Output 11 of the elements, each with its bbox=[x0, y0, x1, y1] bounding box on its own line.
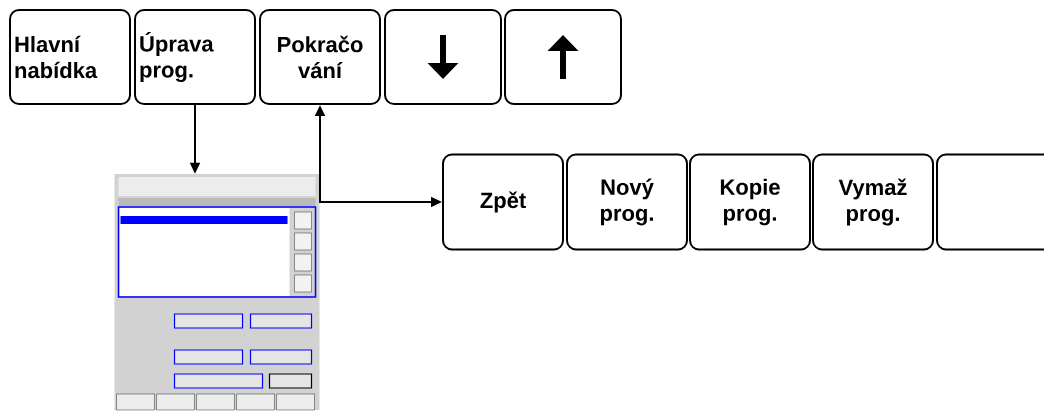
menu-button: Kopie prog. bbox=[689, 153, 811, 251]
menu-button: Hlavní nabídka bbox=[9, 9, 131, 105]
button bbox=[504, 9, 622, 105]
menu-button: Pokračo vání bbox=[259, 9, 381, 105]
button bbox=[384, 9, 502, 105]
menu-button: Nový prog. bbox=[566, 153, 688, 251]
button bbox=[936, 153, 1044, 251]
menu-button: Zpět bbox=[442, 153, 564, 251]
picture bbox=[114, 174, 320, 411]
menu-button: Úprava prog. bbox=[134, 9, 256, 105]
menu-button: Vymaž prog. bbox=[812, 153, 934, 251]
